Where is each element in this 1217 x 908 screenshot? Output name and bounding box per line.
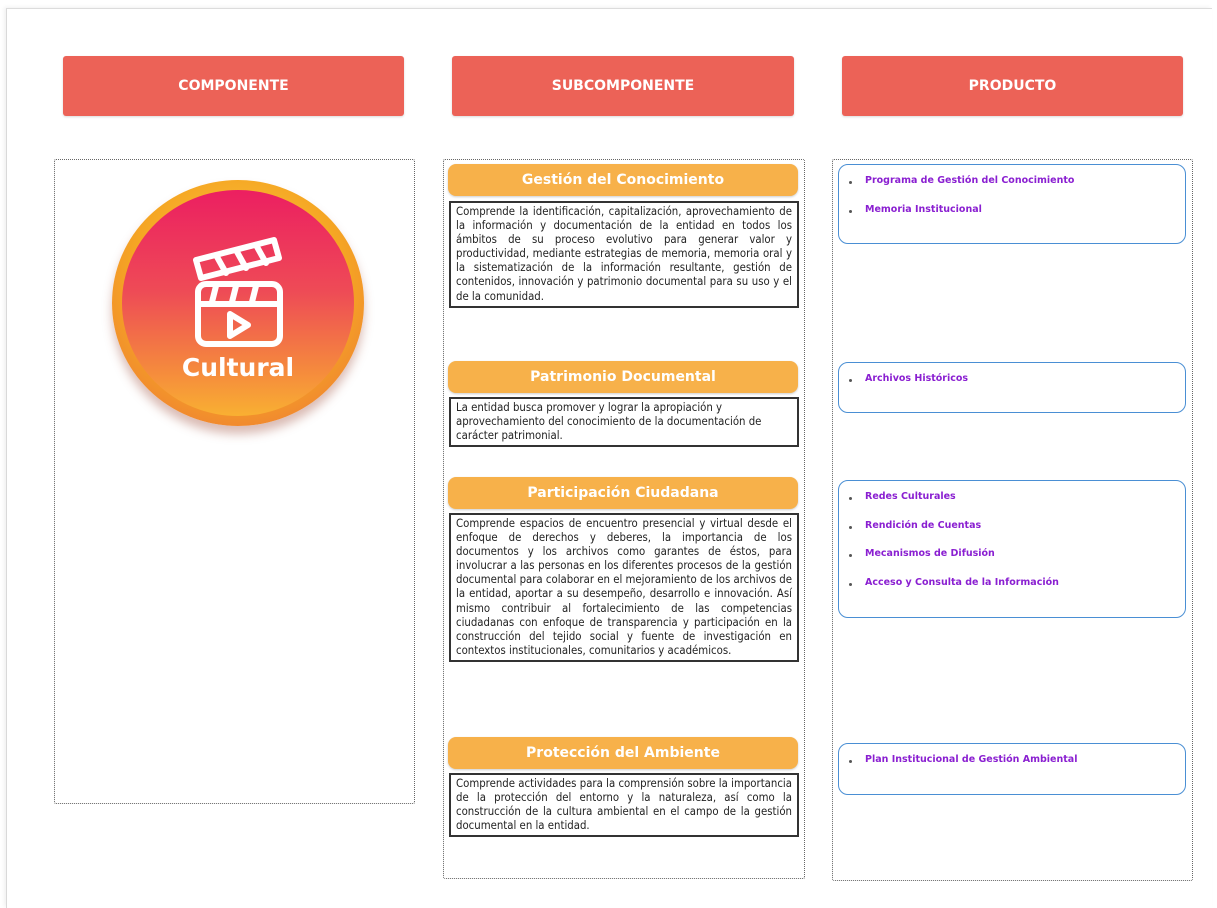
- subcomponent-title: Protección del Ambiente: [448, 737, 798, 769]
- product-item: Archivos Históricos: [849, 373, 1185, 402]
- clapperboard-play-icon: [193, 237, 283, 347]
- subcomponent-title: Patrimonio Documental: [448, 361, 798, 393]
- product-card: Archivos Históricos: [838, 362, 1186, 413]
- component-label: Cultural: [181, 353, 295, 382]
- subcomponent-description: Comprende espacios de encuentro presenci…: [449, 513, 799, 662]
- product-item: Redes Culturales: [849, 491, 1185, 520]
- product-card: Programa de Gestión del Conocimiento Mem…: [838, 164, 1186, 244]
- product-card: Redes Culturales Rendición de Cuentas Me…: [838, 480, 1186, 618]
- subcomponent-description: La entidad busca promover y lograr la ap…: [449, 397, 799, 448]
- product-list: Plan Institucional de Gestión Ambiental: [839, 744, 1185, 783]
- subcomponent-description: Comprende actividades para la comprensió…: [449, 773, 799, 838]
- product-list: Redes Culturales Rendición de Cuentas Me…: [839, 481, 1185, 605]
- product-list: Archivos Históricos: [839, 363, 1185, 402]
- header-producto: PRODUCTO: [842, 56, 1183, 116]
- header-componente: COMPONENTE: [63, 56, 404, 116]
- header-subcomponente: SUBCOMPONENTE: [452, 56, 794, 116]
- subcomponent-description: Comprende la identificación, capitalizac…: [449, 201, 799, 308]
- product-card: Plan Institucional de Gestión Ambiental: [838, 743, 1186, 795]
- product-item: Plan Institucional de Gestión Ambiental: [849, 754, 1185, 783]
- product-list: Programa de Gestión del Conocimiento Mem…: [839, 165, 1185, 232]
- product-item: Programa de Gestión del Conocimiento: [849, 175, 1185, 204]
- product-item: Acceso y Consulta de la Información: [849, 577, 1185, 606]
- subcomponent-title: Participación Ciudadana: [448, 477, 798, 509]
- page-frame: [6, 8, 1212, 908]
- product-item: Memoria Institucional: [849, 204, 1185, 233]
- badge-inner-circle: Cultural: [122, 190, 354, 416]
- product-item: Mecanismos de Difusión: [849, 548, 1185, 577]
- cultural-badge: Cultural: [112, 180, 364, 426]
- product-item: Rendición de Cuentas: [849, 520, 1185, 549]
- subcomponent-title: Gestión del Conocimiento: [448, 164, 798, 196]
